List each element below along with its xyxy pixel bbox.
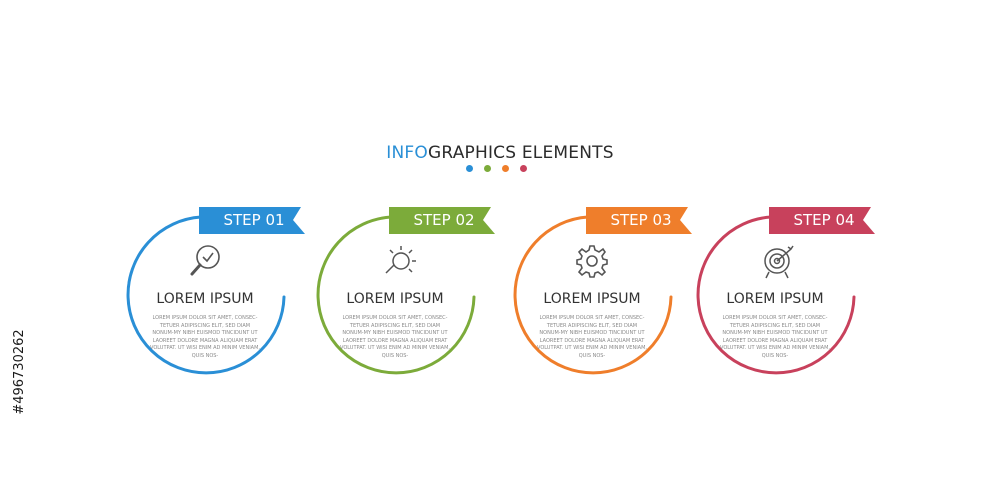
title-accent: INFO [386, 143, 428, 163]
step-4-body: LOREM IPSUM DOLOR SIT AMET, CONSEC-TETUE… [720, 315, 831, 359]
stock-watermark: #496730262 [12, 262, 27, 482]
lightbulb-icon [379, 241, 419, 281]
step-1-body: LOREM IPSUM DOLOR SIT AMET, CONSEC-TETUE… [150, 315, 261, 359]
stock-id: #496730262 [12, 329, 27, 415]
step-3-body: LOREM IPSUM DOLOR SIT AMET, CONSEC-TETUE… [537, 315, 648, 359]
step-2-label: STEP 02 [413, 211, 475, 229]
step-3-heading: LOREM IPSUM [543, 291, 641, 307]
step-1-label: STEP 01 [223, 211, 285, 229]
step-2: STEP 02 LOREM IPSUM LOREM IPSUM DOLOR SI… [313, 205, 513, 385]
dot-orange [502, 165, 509, 172]
title-rest: GRAPHICS ELEMENTS [428, 143, 614, 163]
gear-icon [572, 241, 612, 281]
step-4: STEP 04 LOREM IPSUM LOREM IPSUM DOLOR SI… [693, 205, 893, 385]
dot-red [520, 165, 527, 172]
step-2-body: LOREM IPSUM DOLOR SIT AMET, CONSEC-TETUE… [340, 315, 451, 359]
step-3: STEP 03 LOREM IPSUM LOREM IPSUM DOLOR SI… [510, 205, 710, 385]
step-2-heading: LOREM IPSUM [346, 291, 444, 307]
step-4-label: STEP 04 [793, 211, 855, 229]
infographic-title: INFOGRAPHICS ELEMENTS [0, 143, 1000, 163]
target-icon [759, 241, 799, 281]
step-1: STEP 01 LOREM IPSUM LOREM IPSUM DOLOR SI… [123, 205, 323, 385]
step-4-ring [696, 207, 875, 375]
step-1-ring [126, 207, 305, 375]
step-3-ring [513, 207, 692, 375]
step-4-heading: LOREM IPSUM [726, 291, 824, 307]
title-dots [466, 165, 527, 172]
magnifier-check-icon [187, 241, 227, 281]
dot-green [484, 165, 491, 172]
step-3-label: STEP 03 [610, 211, 672, 229]
dot-blue [466, 165, 473, 172]
step-1-heading: LOREM IPSUM [156, 291, 254, 307]
step-2-ring [316, 207, 495, 375]
